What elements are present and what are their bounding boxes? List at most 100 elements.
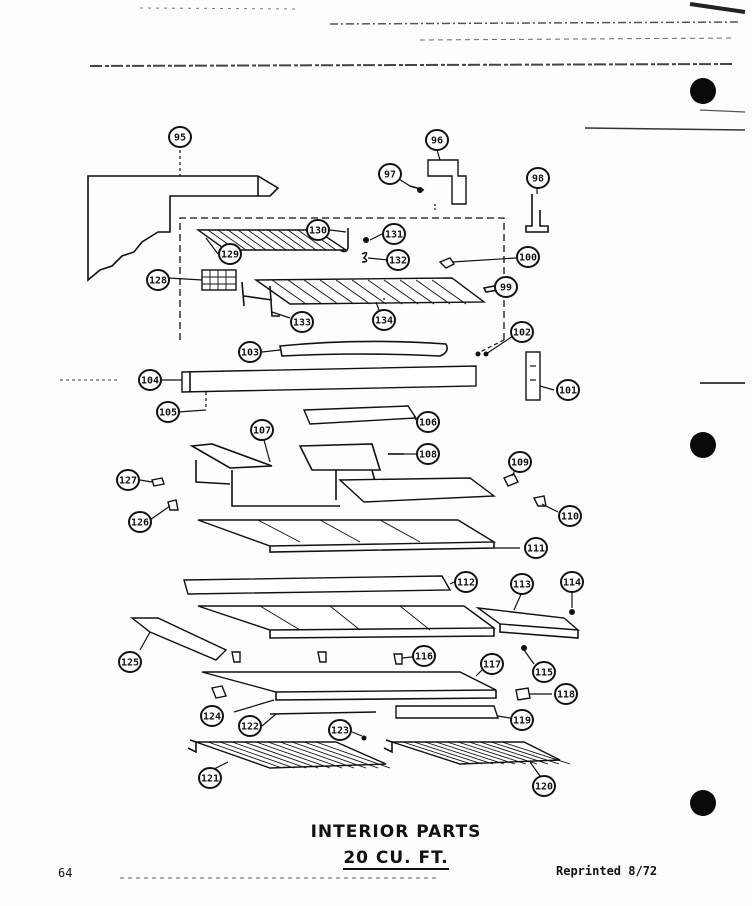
part-109-clip bbox=[503, 473, 519, 487]
callout-120: 120 bbox=[532, 775, 556, 797]
part-120-wire-shelf bbox=[383, 739, 571, 765]
callout-label: 95 bbox=[174, 133, 186, 144]
part-126-clip bbox=[167, 499, 179, 511]
part-96-bracket bbox=[427, 149, 467, 212]
callout-label: 129 bbox=[221, 250, 239, 261]
callout-104: 104 bbox=[138, 369, 162, 391]
callout-110: 110 bbox=[558, 505, 582, 527]
part-127-clip bbox=[151, 477, 165, 487]
callout-99: 99 bbox=[494, 276, 518, 298]
callout-102: 102 bbox=[510, 321, 534, 343]
part-119-rail bbox=[395, 705, 499, 719]
callout-label: 125 bbox=[121, 658, 139, 669]
part-128-tray bbox=[201, 269, 237, 291]
leader-lines bbox=[139, 175, 573, 777]
callout-131: 131 bbox=[382, 223, 406, 245]
callout-132: 132 bbox=[386, 249, 410, 271]
reprint-note: Reprinted 8/72 bbox=[556, 864, 658, 878]
part-123-screw bbox=[361, 735, 367, 741]
callout-label: 103 bbox=[241, 348, 259, 359]
callout-label: 107 bbox=[253, 426, 271, 437]
callout-97: 97 bbox=[378, 163, 402, 185]
part-106-shelf-frame bbox=[189, 443, 496, 507]
callout-124: 124 bbox=[200, 705, 224, 727]
callout-label: 98 bbox=[532, 174, 544, 185]
callout-label: 131 bbox=[385, 230, 403, 241]
callout-label: 119 bbox=[513, 716, 531, 727]
part-130-hook bbox=[339, 228, 349, 253]
callout-label: 97 bbox=[384, 170, 396, 181]
callout-label: 105 bbox=[159, 408, 177, 419]
callout-108: 108 bbox=[416, 443, 440, 465]
callout-107: 107 bbox=[250, 419, 274, 441]
callout-label: 130 bbox=[309, 226, 327, 237]
callout-label: 100 bbox=[519, 253, 537, 264]
callout-label: 126 bbox=[131, 518, 149, 529]
callout-128: 128 bbox=[146, 269, 170, 291]
callout-114: 114 bbox=[560, 571, 584, 593]
callout-label: 111 bbox=[527, 544, 545, 555]
part-134-wire-shelf bbox=[253, 277, 487, 305]
binder-hole-top bbox=[690, 78, 716, 104]
callout-119: 119 bbox=[510, 709, 534, 731]
binder-hole-bottom bbox=[690, 790, 716, 816]
callout-121: 121 bbox=[198, 767, 222, 789]
part-101-bracket bbox=[525, 351, 541, 401]
part-111-shelf bbox=[197, 519, 497, 553]
callout-label: 110 bbox=[561, 512, 579, 523]
callout-label: 127 bbox=[119, 476, 137, 487]
part-107-rail bbox=[302, 405, 418, 425]
callout-103: 103 bbox=[238, 341, 262, 363]
scan-noise-top bbox=[60, 2, 746, 879]
callout-label: 118 bbox=[557, 690, 575, 701]
callout-label: 108 bbox=[419, 450, 437, 461]
part-131-132-fasteners bbox=[361, 237, 369, 263]
callout-label: 122 bbox=[241, 722, 259, 733]
callout-label: 114 bbox=[563, 578, 581, 589]
part-122-strip bbox=[269, 711, 377, 715]
diagram-caption-title: INTERIOR PARTS bbox=[310, 822, 482, 842]
part-124-roller bbox=[211, 685, 227, 699]
part-121-wire-shelf bbox=[187, 739, 391, 769]
part-117-crisper-cover bbox=[201, 671, 497, 701]
diagram-caption-size: 20 CU. FT. bbox=[343, 848, 449, 870]
part-125-rail bbox=[129, 617, 228, 661]
callout-134: 134 bbox=[372, 309, 396, 331]
callout-96: 96 bbox=[425, 129, 449, 151]
page-number: 64 bbox=[58, 866, 73, 880]
callout-label: 117 bbox=[483, 660, 501, 671]
shelf-middle bbox=[197, 605, 497, 639]
callout-130: 130 bbox=[306, 219, 330, 241]
part-98-clip bbox=[525, 186, 549, 233]
callout-109: 109 bbox=[508, 451, 532, 473]
callout-label: 120 bbox=[535, 782, 553, 793]
callout-133: 133 bbox=[290, 311, 314, 333]
callout-label: 133 bbox=[293, 318, 311, 329]
callout-126: 126 bbox=[128, 511, 152, 533]
callout-label: 101 bbox=[559, 386, 577, 397]
diagram-caption-subtitle: 20 CU. FT. bbox=[0, 848, 752, 870]
callout-129: 129 bbox=[218, 243, 242, 265]
callout-123: 123 bbox=[328, 719, 352, 741]
callout-label: 109 bbox=[511, 458, 529, 469]
part-95-cabinet-top bbox=[87, 150, 280, 282]
callout-112: 112 bbox=[454, 571, 478, 593]
callout-label: 113 bbox=[513, 580, 531, 591]
callout-label: 116 bbox=[415, 652, 433, 663]
callout-116: 116 bbox=[412, 645, 436, 667]
callout-label: 132 bbox=[389, 256, 407, 267]
callout-111: 111 bbox=[524, 537, 548, 559]
callout-101: 101 bbox=[556, 379, 580, 401]
callout-label: 96 bbox=[431, 136, 443, 147]
callout-labels: 95 96 97 98 99 100 101 102 103 104 105 106 107 108 109… bbox=[116, 126, 584, 797]
callout-label: 121 bbox=[201, 774, 219, 785]
callout-label: 112 bbox=[457, 578, 475, 589]
callout-115: 115 bbox=[532, 661, 556, 683]
part-97-screw bbox=[409, 185, 425, 193]
part-114-screw bbox=[569, 609, 575, 615]
callout-label: 115 bbox=[535, 668, 553, 679]
callout-label: 102 bbox=[513, 328, 531, 339]
part-115-screw bbox=[521, 645, 527, 651]
callout-106: 106 bbox=[416, 411, 440, 433]
